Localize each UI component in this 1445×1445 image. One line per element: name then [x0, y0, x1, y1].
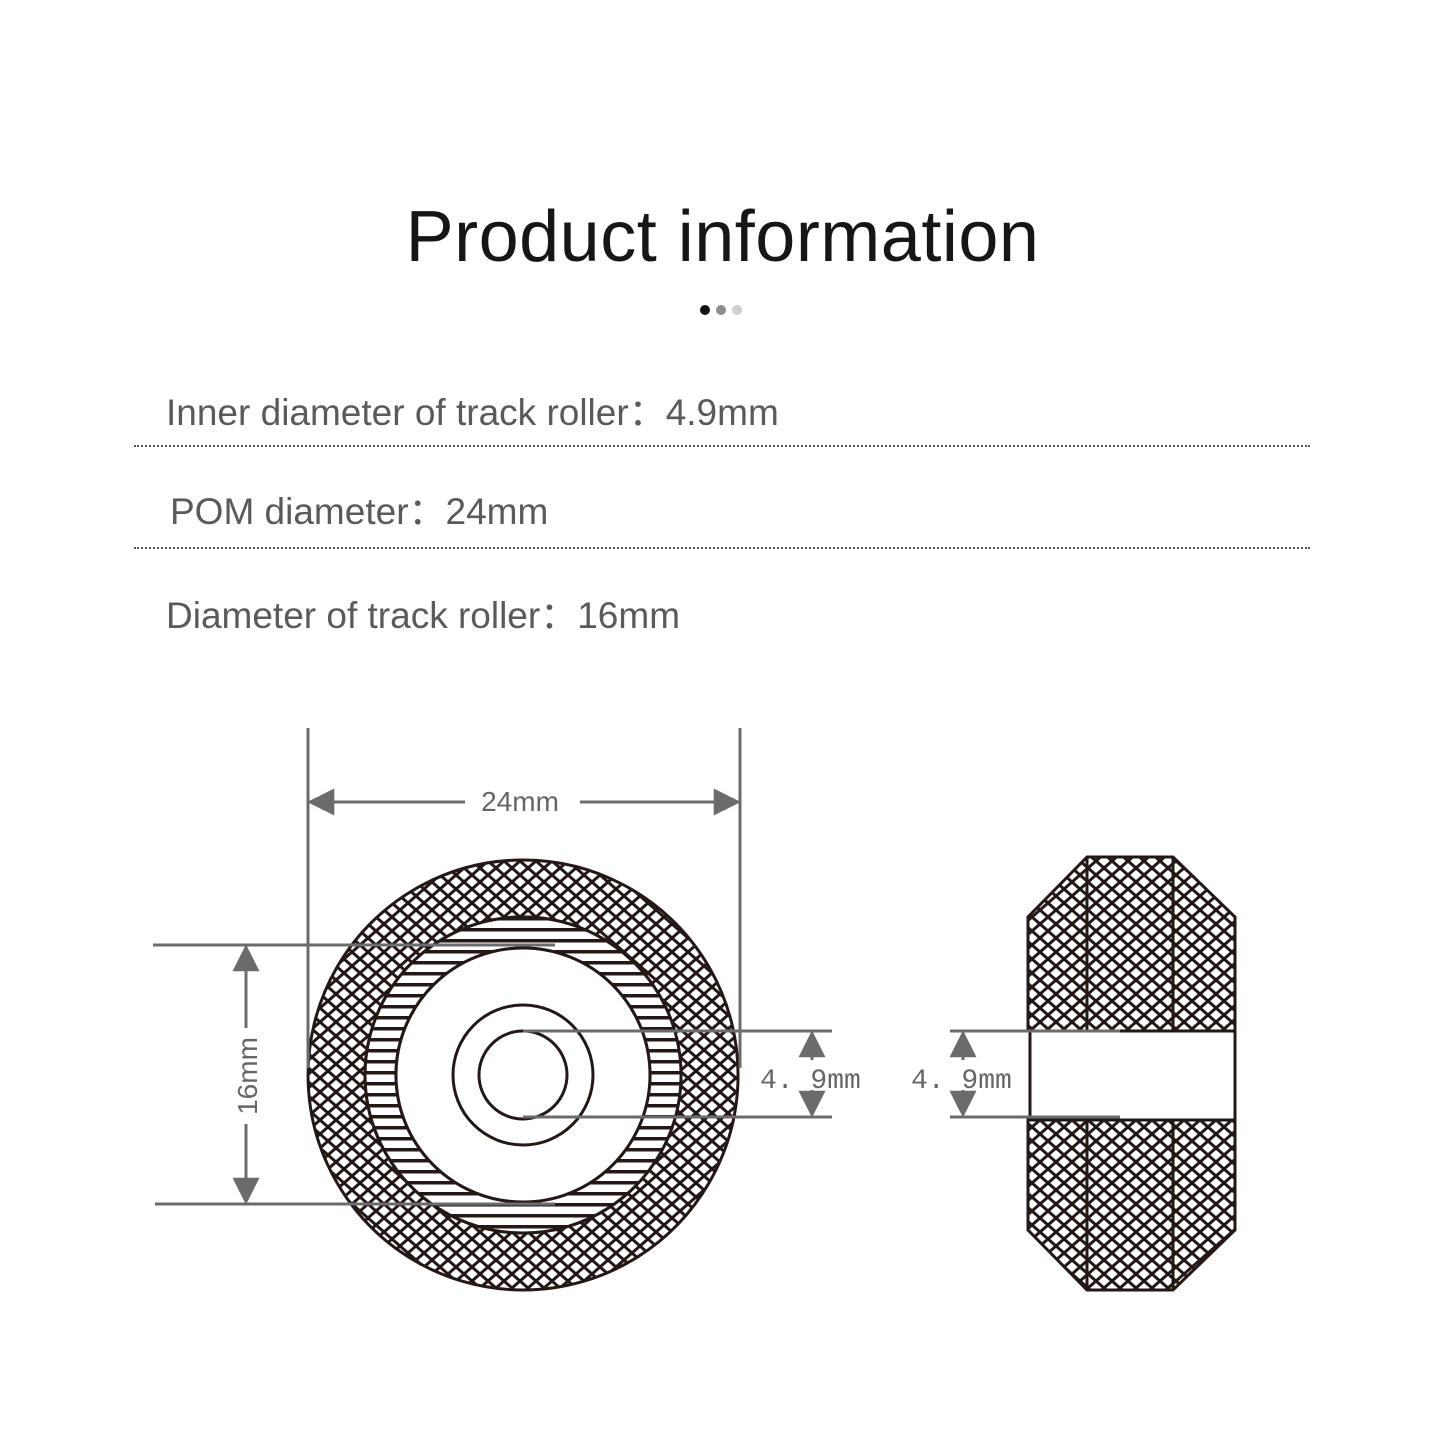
dimension-16mm: [153, 943, 555, 1206]
dimension-label-24mm: 24mm: [481, 786, 559, 817]
pagination-dot-2: [716, 305, 726, 315]
spec-pom-diameter: POM diameter：24mm: [170, 481, 548, 535]
dimension-label-bore-front: 4. 9mm: [760, 1066, 861, 1097]
spec-separator: ：: [408, 491, 446, 532]
spec-value: 4.9mm: [665, 392, 779, 433]
spec-separator: ：: [628, 392, 666, 433]
spec-label: Diameter of track roller: [166, 595, 541, 636]
spec-roller-diameter: Diameter of track roller：16mm: [166, 585, 680, 639]
dotted-divider: [134, 445, 1310, 447]
dimension-24mm: [306, 728, 742, 1068]
dimension-bore-side: [949, 1029, 1120, 1119]
dimension-bore-front: [523, 1029, 832, 1119]
spec-label: POM diameter: [170, 491, 409, 532]
dotted-divider: [134, 547, 1310, 549]
spec-label: Inner diameter of track roller: [166, 392, 629, 433]
page-title: Product information: [405, 197, 1040, 277]
pagination-dots: [700, 305, 742, 315]
spec-separator: ：: [540, 595, 578, 636]
front-view: [306, 858, 740, 1292]
side-view: [1026, 855, 1237, 1292]
spec-value: 16mm: [577, 595, 681, 636]
dimension-label-16mm: 16mm: [232, 1037, 263, 1115]
spec-value: 24mm: [445, 491, 549, 532]
pagination-dot-1: [700, 305, 710, 315]
spec-inner-diameter: Inner diameter of track roller：4.9mm: [166, 382, 779, 436]
dimension-label-bore-side: 4. 9mm: [911, 1066, 1012, 1097]
pagination-dot-3: [732, 305, 742, 315]
